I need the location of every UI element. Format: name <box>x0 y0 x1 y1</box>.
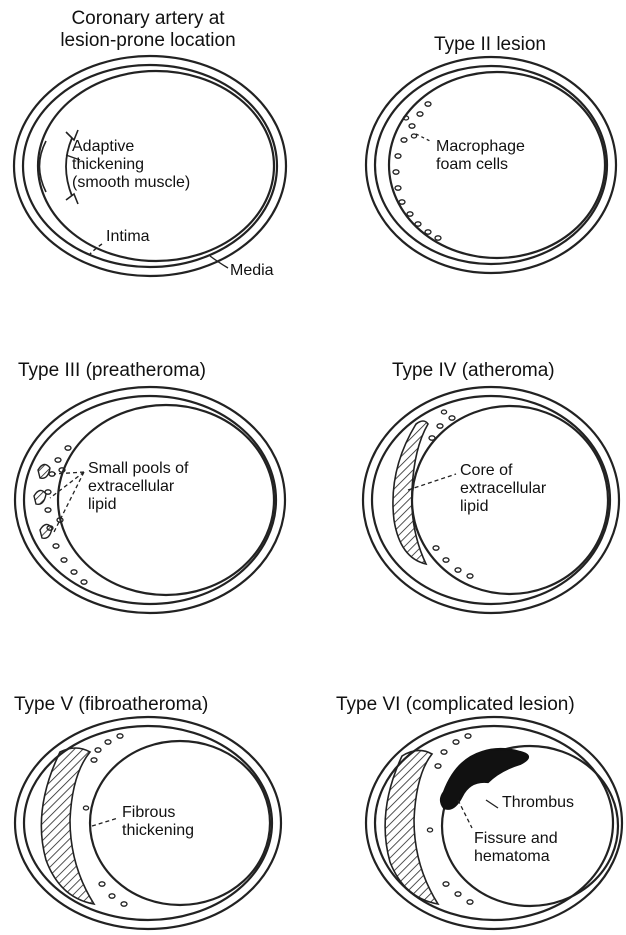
label-core-line-2: extracellular <box>460 480 546 498</box>
label-core-of-lipid: Core of extracellular lipid <box>460 462 546 516</box>
label-adaptive-line-1: Adaptive <box>72 138 190 156</box>
label-adaptive-line-2: thickening <box>72 156 190 174</box>
label-fibrous-thickening: Fibrous thickening <box>122 804 194 840</box>
label-macrophage-foam-cells: Macrophage foam cells <box>436 138 525 174</box>
artery-panel-6 <box>366 717 622 929</box>
label-core-line-1: Core of <box>460 462 546 480</box>
label-macrophage-line-2: foam cells <box>436 156 525 174</box>
label-adaptive-thickening: Adaptive thickening (smooth muscle) <box>72 138 190 192</box>
label-fissure-line-1: Fissure and <box>474 830 558 848</box>
label-macrophage-line-1: Macrophage <box>436 138 525 156</box>
label-fissure-line-2: hematoma <box>474 848 558 866</box>
label-fibrous-line-1: Fibrous <box>122 804 194 822</box>
label-core-line-3: lipid <box>460 498 546 516</box>
label-thrombus: Thrombus <box>502 794 574 812</box>
label-pools-line-3: lipid <box>88 496 189 514</box>
label-pools-line-1: Small pools of <box>88 460 189 478</box>
label-small-pools: Small pools of extracellular lipid <box>88 460 189 514</box>
label-fissure-hematoma: Fissure and hematoma <box>474 830 558 866</box>
label-intima: Intima <box>106 228 150 246</box>
label-pools-line-2: extracellular <box>88 478 189 496</box>
label-media: Media <box>230 262 274 280</box>
label-fibrous-line-2: thickening <box>122 822 194 840</box>
label-adaptive-line-3: (smooth muscle) <box>72 174 190 192</box>
